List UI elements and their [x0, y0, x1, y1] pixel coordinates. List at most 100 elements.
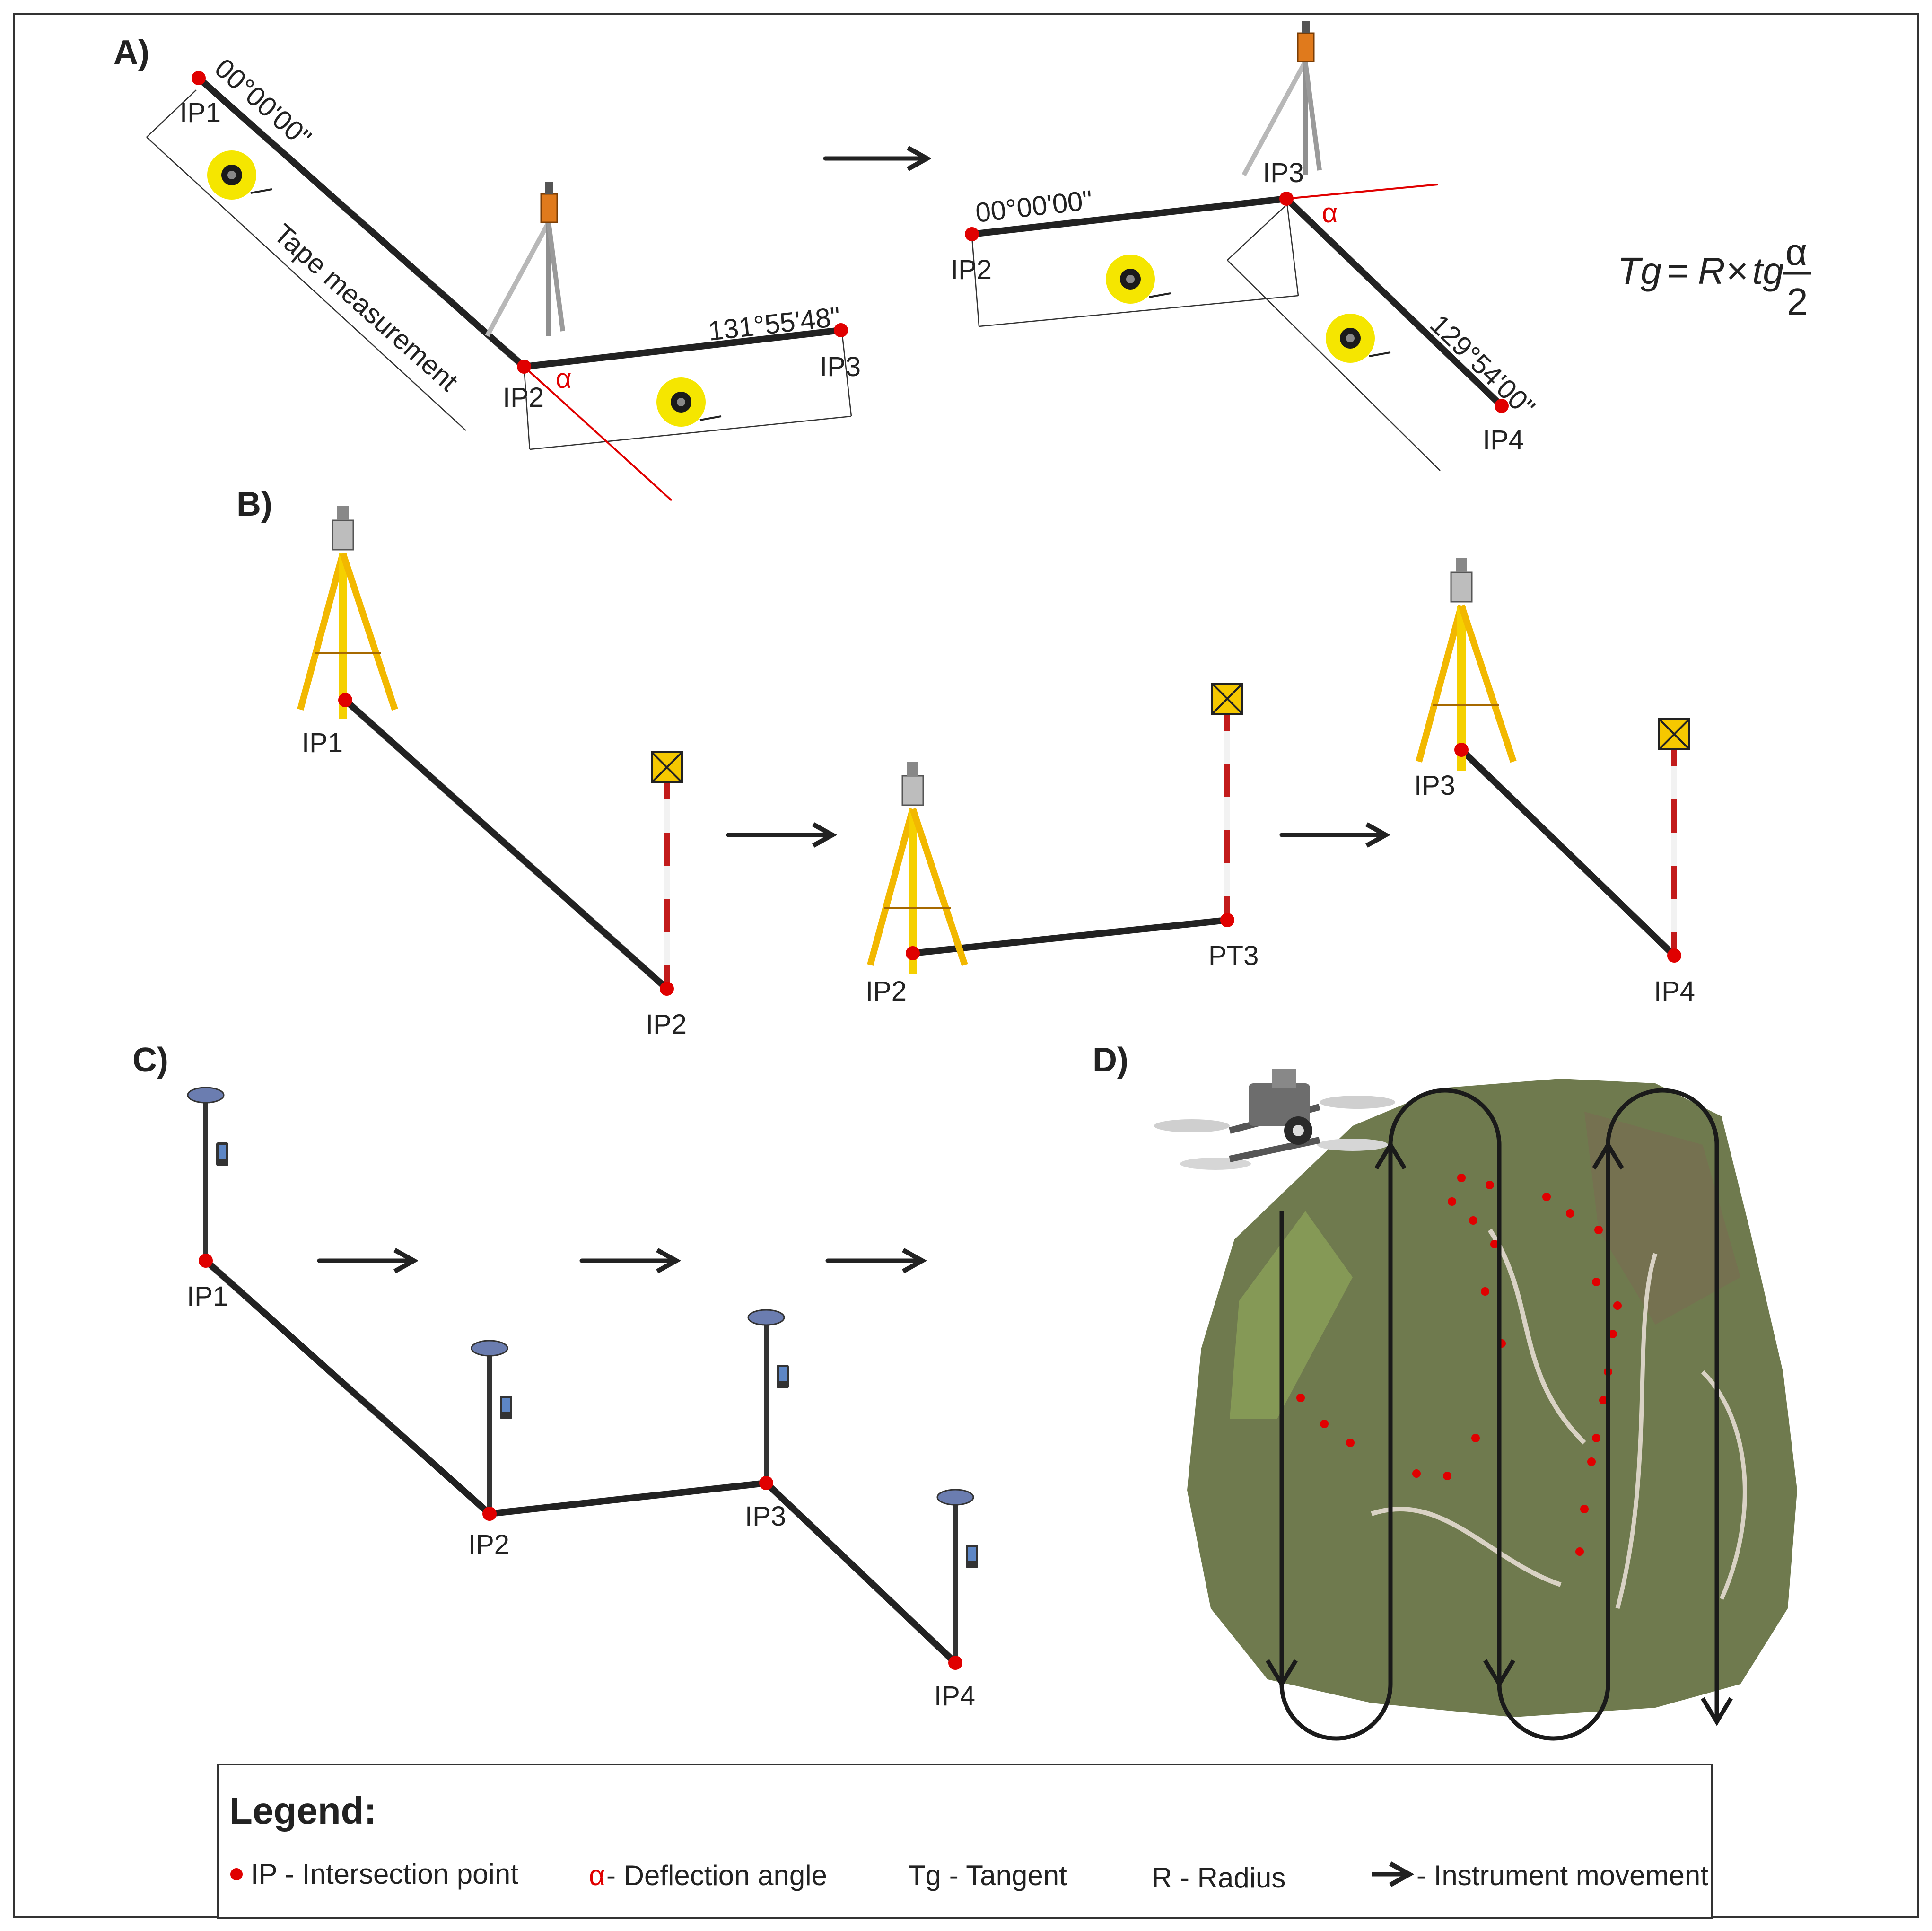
deflection-extension-line [1286, 184, 1438, 200]
tangent-formula: Tg = R × tg α 2 [1617, 231, 1811, 323]
route-segment [1283, 195, 1505, 409]
route-segment [486, 1480, 769, 1517]
prism-pole-icon [1212, 684, 1242, 920]
point-label: IP3 [1263, 158, 1304, 188]
intersection-point [192, 71, 206, 85]
intersection-point [834, 323, 848, 337]
formula-lhs: Tg [1617, 250, 1661, 292]
tape-measurement-label: Tape measurement [268, 218, 463, 397]
panel-d-label: D) [1093, 1041, 1128, 1079]
point-label: IP3 [820, 351, 861, 382]
total-station-icon [300, 506, 395, 719]
alpha-label: α [556, 363, 572, 394]
point-label: IP4 [1654, 976, 1695, 1007]
panel-a-left: IP1 IP2 IP3 00°00'00" 131°55'48" Tape me… [146, 53, 861, 501]
formula-equals: = [1667, 250, 1689, 292]
panel-b: B) IP1 IP2 IP2 PT3 IP3 IP4 [236, 485, 1695, 1040]
trail-path [1701, 1370, 1747, 1600]
legend-ip-dot [230, 1868, 243, 1880]
tape-reel-icon [206, 149, 273, 201]
formula-tg: tg [1752, 250, 1784, 292]
intersection-point [1454, 743, 1469, 757]
intersection-point [338, 693, 352, 707]
drone-flight-path [1279, 1088, 1719, 1741]
legend-item-intersection-point: IP - Intersection point [251, 1858, 518, 1890]
terrain-patch [1584, 1112, 1740, 1325]
gnss-receiver-icon [748, 1310, 789, 1483]
flight-arrowhead [1483, 1659, 1515, 1688]
flight-arrowhead [1374, 1141, 1407, 1170]
total-station-icon [1419, 558, 1513, 771]
sample-points [1296, 1174, 1622, 1556]
legend-item-tangent: Tg - Tangent [908, 1860, 1067, 1891]
legend-item-instrument-movement: - Instrument movement [1416, 1860, 1708, 1891]
intersection-point [906, 946, 920, 960]
flight-arrowhead [1266, 1659, 1298, 1688]
legend-item-deflection-angle: - Deflection angle [606, 1860, 827, 1891]
intersection-point [660, 982, 674, 996]
prism-pole-icon [652, 752, 682, 989]
panel-c: C) IP1 IP2 IP3 IP4 [132, 1041, 978, 1712]
route-segment [909, 917, 1231, 957]
point-label: IP4 [1483, 425, 1524, 456]
alpha-label: α [1322, 198, 1338, 228]
point-label: IP4 [934, 1681, 975, 1712]
route-segment [969, 195, 1290, 237]
intersection-point [1220, 913, 1234, 927]
point-label: IP2 [951, 255, 992, 285]
intersection-point [948, 1656, 962, 1670]
panel-b-label: B) [236, 485, 272, 523]
gnss-receiver-icon [472, 1341, 512, 1514]
route-segment [342, 697, 670, 992]
panel-a-right: IP2 IP3 IP4 00°00'00" 129°54'00" α [951, 21, 1541, 471]
route-segment [521, 327, 844, 370]
point-label: PT3 [1208, 940, 1259, 971]
gnss-receiver-icon [188, 1088, 228, 1261]
panel-c-label: C) [132, 1041, 168, 1079]
deflection-extension-line [523, 366, 673, 501]
route-segment [763, 1480, 959, 1666]
intersection-point [1667, 948, 1681, 963]
panel-d: D) [1093, 1041, 1797, 1741]
route-segment [202, 1257, 493, 1517]
trail-path [1487, 1229, 1586, 1445]
total-station-icon [870, 762, 965, 974]
point-label: IP1 [180, 97, 221, 128]
trail-path [1615, 1253, 1658, 1609]
legend-alpha-symbol: α [589, 1860, 605, 1891]
panel-a-label: A) [114, 34, 149, 71]
intersection-point [1279, 192, 1294, 206]
point-label: IP1 [302, 728, 343, 758]
legend-title: Legend: [229, 1790, 376, 1832]
terrain-patch [1230, 1211, 1353, 1419]
point-label: IP1 [187, 1281, 228, 1312]
tape-measure-line [529, 415, 852, 450]
point-label: IP2 [503, 382, 544, 413]
drone-icon [1154, 1069, 1395, 1170]
legend-box [217, 1764, 1713, 1919]
tape-reel-icon [656, 377, 722, 428]
point-label: IP3 [1414, 770, 1455, 801]
intersection-point [1495, 399, 1509, 413]
route-segment [195, 75, 527, 370]
intersection-point [482, 1507, 497, 1521]
trail-path [1371, 1506, 1562, 1587]
intersection-point [759, 1476, 773, 1490]
intersection-point [199, 1254, 213, 1268]
prism-pole-icon [1659, 719, 1689, 956]
gnss-receiver-icon [937, 1490, 978, 1663]
total-station-icon [1244, 21, 1320, 175]
route-segment [1458, 746, 1678, 959]
point-label: IP3 [745, 1501, 786, 1532]
formula-radius: R [1698, 250, 1725, 292]
intersection-point [517, 360, 531, 374]
panel-a: A) IP1 IP2 IP3 00°00'00" 131°55'48" Tape… [114, 21, 1811, 501]
formula-times: × [1726, 250, 1748, 292]
total-station-icon [487, 182, 563, 336]
tape-measure-line [979, 295, 1299, 327]
legend: Legend: IP - Intersection point α - Defl… [217, 1764, 1713, 1919]
formula-denominator: 2 [1787, 281, 1808, 323]
tape-measure-line [146, 137, 466, 431]
flight-arrowhead [1592, 1141, 1624, 1170]
